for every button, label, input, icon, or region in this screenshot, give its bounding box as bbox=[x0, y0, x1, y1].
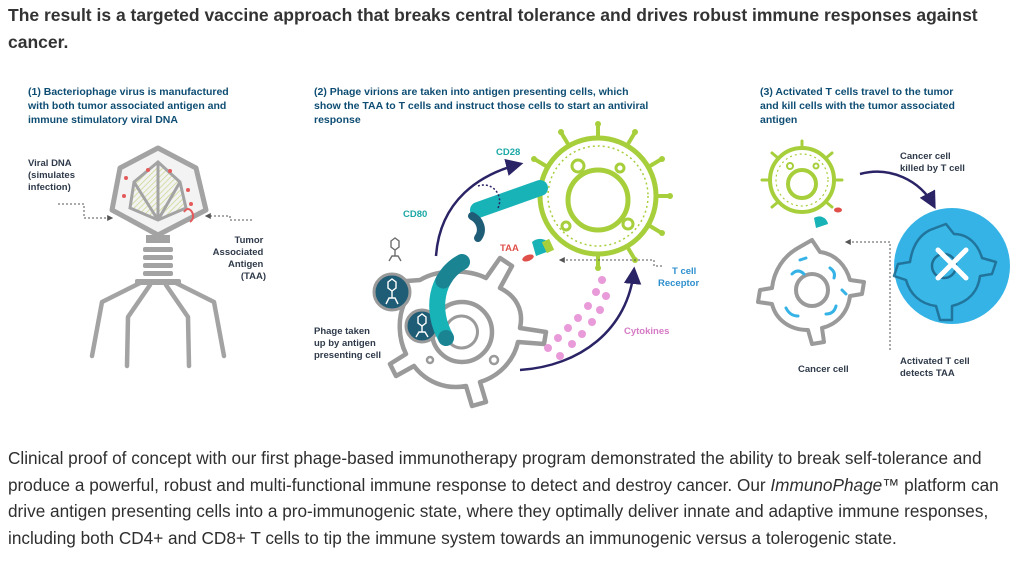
body-paragraph: Clinical proof of concept with our first… bbox=[8, 445, 1018, 551]
taa-dots bbox=[122, 168, 195, 223]
tcr-contact bbox=[522, 238, 555, 262]
bacteriophage-illustration bbox=[89, 145, 227, 369]
brand-name: ImmunoPhage™ bbox=[770, 474, 900, 495]
immunophage-mechanism-figure: (1) Bacteriophage virus is manufactured … bbox=[0, 70, 1024, 440]
svg-text:Tumor Associated: Tumor Associated Antigen (TAA) bbox=[213, 235, 266, 282]
travel-to-tumor-arrow bbox=[859, 170, 936, 210]
panel-3-caption: (3) Activated T cells travel to the tumo… bbox=[760, 86, 958, 126]
cancer-cell bbox=[756, 238, 866, 346]
phage-vesicles bbox=[372, 237, 440, 344]
tcell-receptor-label: T cell Receptor bbox=[558, 257, 699, 289]
body-text-part-1: Clinical proof of concept with our first… bbox=[8, 448, 982, 495]
svg-text:Activated T cell detec: Activated T cell detects TAA bbox=[900, 356, 972, 379]
svg-text:Viral DNA (simulates: Viral DNA (simulates infection) bbox=[28, 158, 78, 193]
body-text-part-2: platform can drive antigen presenting ce… bbox=[8, 474, 999, 548]
cytokine-dots bbox=[544, 276, 610, 360]
panel-2-caption: (2) Phage virions are taken into antigen… bbox=[314, 86, 651, 126]
phage-taken-label: Phage taken up by antigen presenting cel… bbox=[314, 326, 381, 361]
svg-text:T cell Receptor: T cell Receptor bbox=[658, 266, 699, 289]
panel-2: (2) Phage virions are taken into antigen… bbox=[314, 86, 699, 409]
killed-label: Cancer cell killed by T cell bbox=[900, 151, 965, 174]
cd28-cd80-complex bbox=[429, 180, 548, 346]
cd80-label: CD80 bbox=[403, 209, 427, 220]
cytokines-label: Cytokines bbox=[624, 326, 669, 337]
tumor-antigen-label: Tumor Associated Antigen (TAA) bbox=[204, 213, 266, 282]
panel-1: (1) Bacteriophage virus is manufactured … bbox=[27, 86, 266, 369]
apc-to-tcell-arrow bbox=[434, 158, 524, 257]
page-heading: The result is a targeted vaccine approac… bbox=[8, 5, 978, 52]
viral-dna-label: Viral DNA (simulates infection) bbox=[28, 158, 114, 221]
panel-1-caption: (1) Bacteriophage virus is manufactured … bbox=[27, 86, 232, 126]
activated-t-cell-small bbox=[760, 139, 844, 214]
activation-return-arrow bbox=[519, 266, 642, 372]
mechanism-illustration: (1) Bacteriophage virus is manufactured … bbox=[27, 86, 1010, 409]
panel-3: (3) Activated T cells travel to the tumo… bbox=[756, 86, 1010, 379]
kill-x-icon bbox=[935, 247, 969, 281]
free-phage-icon bbox=[388, 237, 402, 262]
taa-label: TAA bbox=[500, 243, 519, 254]
cancer-cell-label: Cancer cell bbox=[798, 364, 849, 375]
killed-cancer-cell bbox=[892, 208, 1010, 324]
cd28-label: CD28 bbox=[496, 147, 520, 158]
activated-tcell-label: Activated T cell detects TAA bbox=[844, 239, 972, 379]
